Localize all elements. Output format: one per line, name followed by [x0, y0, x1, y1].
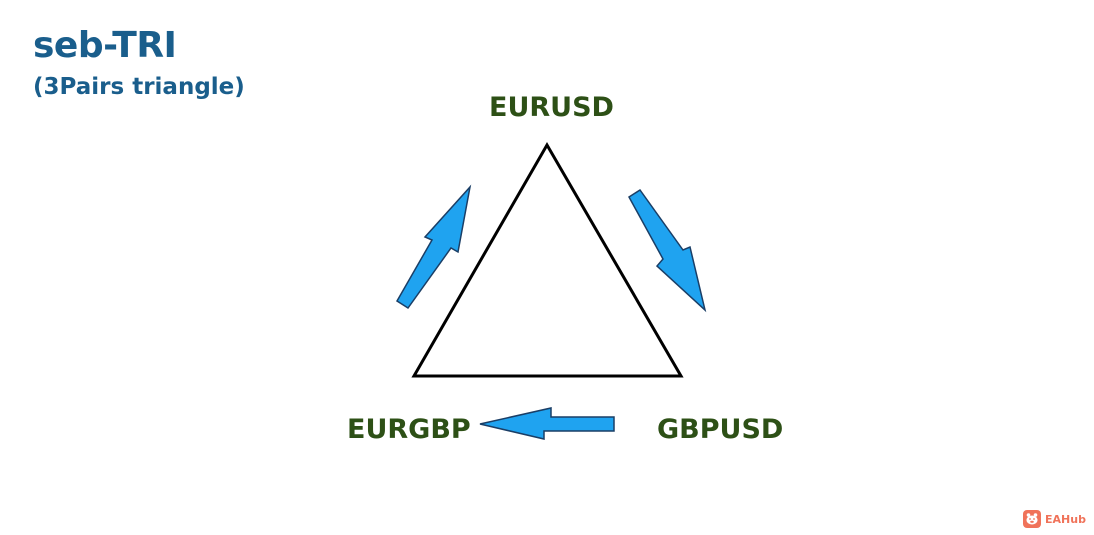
watermark-text: EAHub — [1045, 512, 1086, 526]
pig-icon — [1023, 510, 1041, 528]
pair-label-top: EURUSD — [489, 92, 614, 123]
currency-triangle — [411, 142, 684, 378]
pair-label-left: EURGBP — [347, 414, 471, 445]
arrow-down-right — [628, 188, 707, 313]
diagram-title: seb-TRI — [33, 25, 177, 66]
pair-label-right: GBPUSD — [657, 414, 784, 445]
diagram-subtitle: (3Pairs triangle) — [33, 74, 245, 100]
arrow-left — [479, 407, 615, 440]
watermark: EAHub — [1023, 510, 1086, 528]
arrow-up-right — [395, 184, 472, 310]
